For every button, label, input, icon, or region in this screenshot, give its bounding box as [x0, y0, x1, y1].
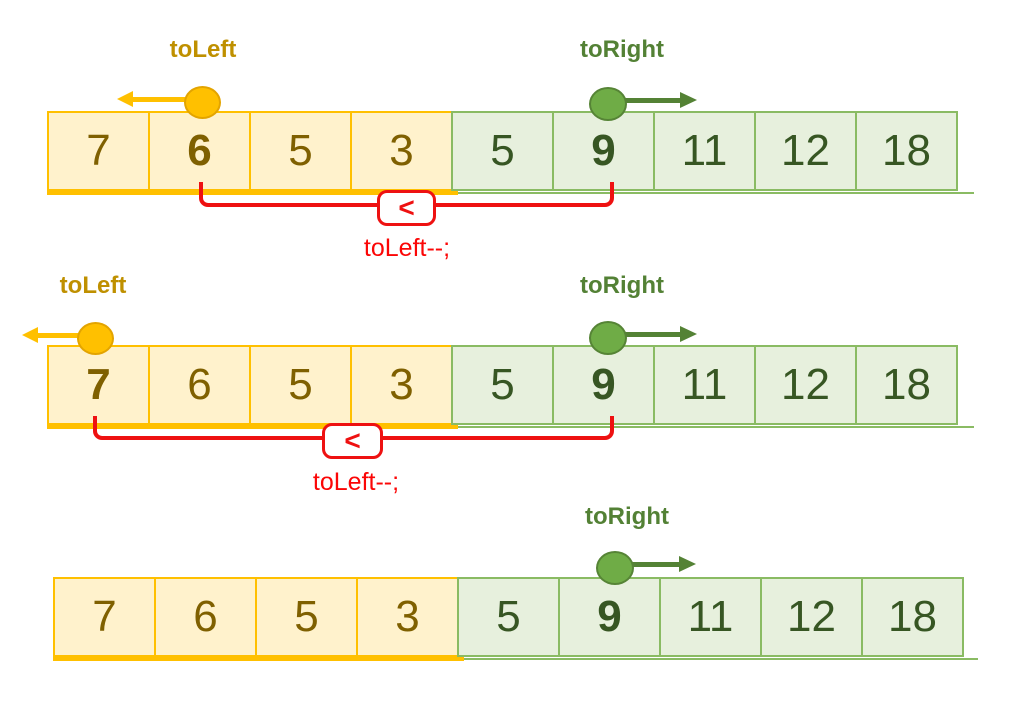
pointer-dot-icon — [589, 321, 627, 355]
toright-pointer-label: toRight — [580, 36, 664, 63]
array-cell-left: 3 — [356, 577, 459, 657]
array-cell-right: 11 — [653, 111, 756, 191]
right-arrow-icon — [680, 92, 697, 108]
toleft-pointer-label: toLeft — [59, 272, 127, 299]
comparison-code: toLeft--; — [363, 234, 451, 262]
comparison-operator-box: < — [322, 423, 383, 459]
right-arrow-shaft — [625, 332, 682, 337]
array-cell-left: 3 — [350, 111, 453, 191]
array-cell-left: 6 — [154, 577, 257, 657]
pointer-dot-icon — [589, 87, 627, 121]
right-arrow-icon — [679, 556, 696, 572]
array-cell-right: 11 — [653, 345, 756, 425]
array-cell-left: 7 — [53, 577, 156, 657]
array-cell-right: 9 — [552, 111, 655, 191]
array-cell-left: 5 — [249, 111, 352, 191]
array-cell-right: 12 — [754, 111, 857, 191]
array-cell-right: 5 — [457, 577, 560, 657]
array-cell-right: 18 — [861, 577, 964, 657]
right-arrow-shaft — [625, 98, 682, 103]
array-cell-right: 11 — [659, 577, 762, 657]
toright-pointer-label: toRight — [585, 503, 669, 530]
array-cell-right: 9 — [552, 345, 655, 425]
left-arrow-shaft — [131, 97, 185, 102]
right-arrow-icon — [680, 326, 697, 342]
comparison-operator: < — [398, 192, 415, 223]
array-cell-right: 5 — [451, 111, 554, 191]
right-array-baseline — [464, 658, 978, 660]
toleft-pointer-label: toLeft — [169, 36, 237, 63]
right-arrow-shaft — [631, 562, 681, 567]
left-array-baseline — [53, 657, 464, 661]
array-cell-right: 12 — [754, 345, 857, 425]
comparison-code: toLeft--; — [312, 468, 400, 496]
array-cell-left: 6 — [148, 111, 251, 191]
array-cell-right: 5 — [451, 345, 554, 425]
array-cell-left: 6 — [148, 345, 251, 425]
array-cell-left: 5 — [249, 345, 352, 425]
array-cell-right: 12 — [760, 577, 863, 657]
array-cell-left: 7 — [47, 345, 150, 425]
comparison-operator-box: < — [377, 190, 436, 226]
array-cell-right: 9 — [558, 577, 661, 657]
left-array-baseline — [47, 191, 458, 195]
array-cell-right: 18 — [855, 345, 958, 425]
comparison-operator: < — [344, 425, 361, 456]
left-arrow-shaft — [36, 333, 85, 338]
right-array-baseline — [458, 426, 974, 428]
right-array-baseline — [458, 192, 974, 194]
left-arrow-icon — [22, 327, 38, 343]
pointer-dot-icon — [184, 86, 221, 119]
array-cell-left: 3 — [350, 345, 453, 425]
array-cell-right: 18 — [855, 111, 958, 191]
array-cell-left: 5 — [255, 577, 358, 657]
array-cell-left: 7 — [47, 111, 150, 191]
pointer-dot-icon — [596, 551, 634, 585]
left-arrow-icon — [117, 91, 133, 107]
left-array-baseline — [47, 425, 458, 429]
pointer-dot-icon — [77, 322, 114, 355]
toright-pointer-label: toRight — [580, 272, 664, 299]
